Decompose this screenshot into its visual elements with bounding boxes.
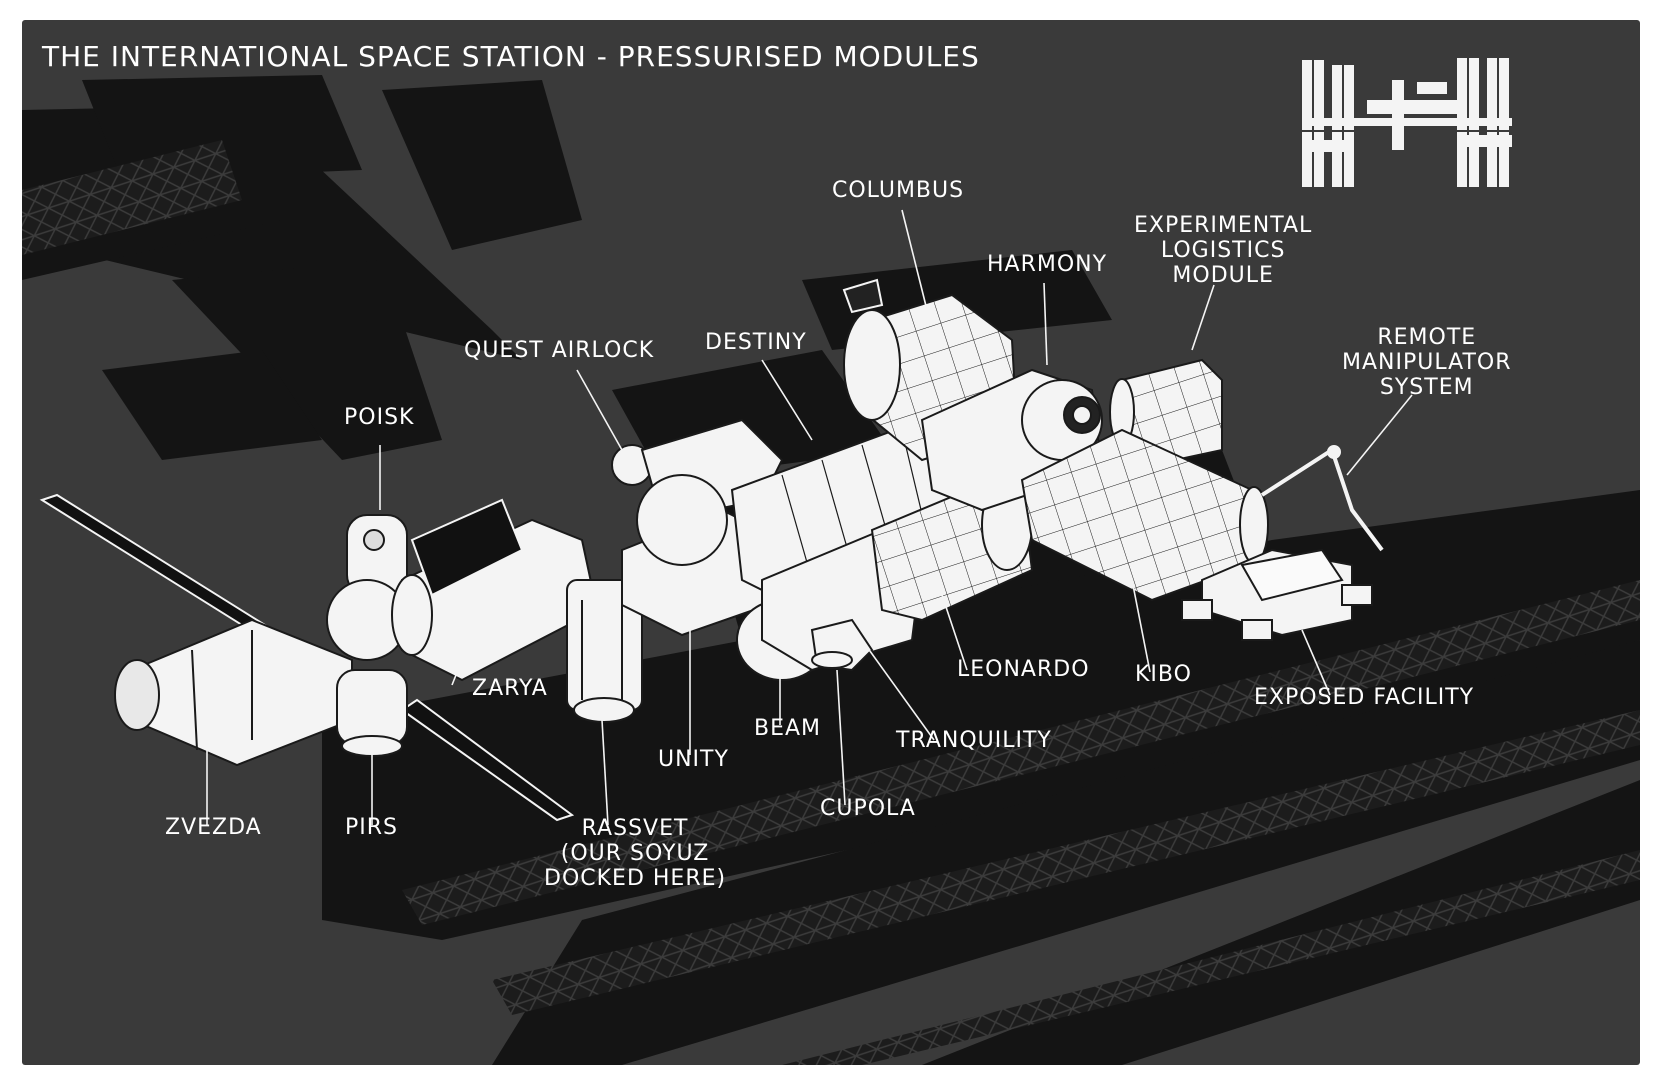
rassvet-module (566, 579, 643, 723)
label-zarya: ZARYA (472, 676, 548, 701)
label-poisk: POISK (344, 405, 415, 430)
leader-lines (206, 209, 1413, 826)
label-elm: EXPERIMENTAL LOGISTICS MODULE (1134, 213, 1313, 288)
label-rassvet: RASSVET (OUR SOYUZ DOCKED HERE) (544, 816, 727, 891)
label-exposed-facility: EXPOSED FACILITY (1254, 685, 1475, 710)
label-remote-manipulator: REMOTE MANIPULATOR SYSTEM (1342, 325, 1512, 400)
pirs-module (336, 669, 408, 757)
label-pirs: PIRS (345, 815, 399, 840)
label-harmony: HARMONY (987, 252, 1108, 277)
label-columbus: COLUMBUS (832, 178, 965, 203)
label-unity: UNITY (658, 747, 729, 772)
diagram-panel: THE INTERNATIONAL SPACE STATION - PRESSU… (22, 20, 1640, 1065)
zvezda-module (114, 618, 353, 767)
label-tranquility: TRANQUILITY (896, 728, 1052, 753)
label-beam: BEAM (754, 716, 822, 741)
zarya-module (391, 498, 599, 682)
truss-bands (22, 140, 1640, 1065)
kibo-module (1020, 428, 1269, 602)
cupola-module (810, 618, 874, 672)
label-zvezda: ZVEZDA (165, 815, 262, 840)
remote-manipulator-arm (1260, 445, 1384, 552)
station-modules (114, 278, 1384, 767)
label-kibo: KIBO (1135, 662, 1192, 687)
label-destiny: DESTINY (705, 330, 807, 355)
iss-silhouette-icon (1302, 58, 1512, 187)
page-title: THE INTERNATIONAL SPACE STATION - PRESSU… (42, 40, 980, 73)
label-cupola: CUPOLA (820, 796, 916, 821)
label-leonardo: LEONARDO (957, 657, 1090, 682)
label-quest-airlock: QUEST AIRLOCK (464, 338, 655, 363)
iss-diagram (22, 58, 1640, 1065)
exposed-facility (1181, 548, 1373, 641)
